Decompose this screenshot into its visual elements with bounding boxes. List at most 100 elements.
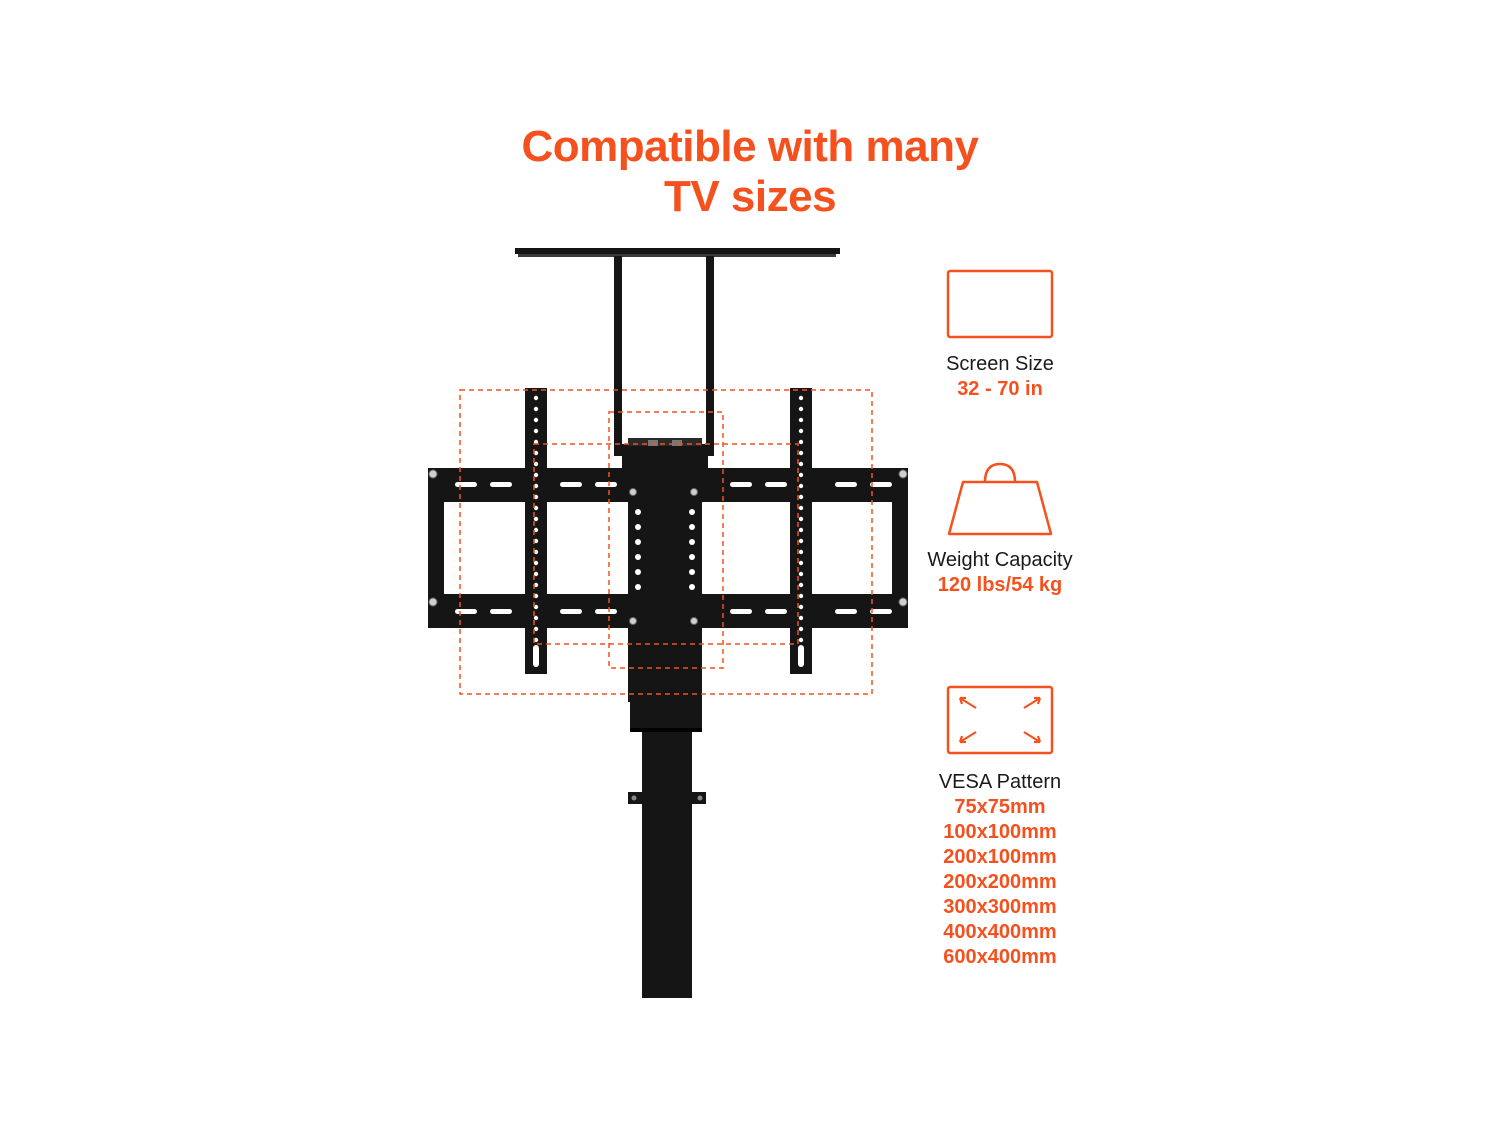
- rail-slot: [835, 482, 857, 487]
- mount-hole: [798, 637, 804, 643]
- mount-hole: [798, 406, 804, 412]
- screen-rectangle-icon: [946, 269, 1054, 339]
- vesa-value: 400x400mm: [943, 921, 1057, 943]
- mount-slot: [533, 645, 539, 667]
- mount-hole: [798, 439, 804, 445]
- plate-hole: [689, 584, 695, 590]
- mount-hole: [533, 571, 539, 577]
- vesa-value: 75x75mm: [954, 796, 1046, 818]
- rail-slot: [455, 482, 477, 487]
- mount-hole: [798, 494, 804, 500]
- mount-hole: [533, 582, 539, 588]
- mount-hole: [798, 483, 804, 489]
- mount-slot: [798, 645, 804, 667]
- mount-hole: [533, 527, 539, 533]
- mount-hole: [533, 450, 539, 456]
- mount-hole: [798, 560, 804, 566]
- mount-hole: [533, 538, 539, 544]
- headline-line-2: TV sizes: [663, 172, 837, 221]
- vertical-arms: [525, 388, 812, 674]
- weight-capacity-value: 120 lbs/54 kg: [937, 574, 1063, 596]
- mount-hole: [533, 505, 539, 511]
- top-shelf: [515, 248, 840, 456]
- rail-slot: [765, 482, 787, 487]
- mount-hole: [798, 461, 804, 467]
- mount-hole: [798, 428, 804, 434]
- mount-hole: [798, 516, 804, 522]
- mount-hole: [798, 450, 804, 456]
- rail-slot: [595, 482, 617, 487]
- plate-hole: [635, 509, 641, 515]
- mount-hole: [798, 549, 804, 555]
- mount-hole: [533, 549, 539, 555]
- mount-hole: [798, 417, 804, 423]
- mount-hole: [798, 472, 804, 478]
- plate-hole: [635, 584, 641, 590]
- mount-hole: [798, 604, 804, 610]
- vesa-value: 200x100mm: [943, 846, 1057, 868]
- rail-slot: [765, 609, 787, 614]
- mount-hole: [533, 483, 539, 489]
- rail-slot: [560, 609, 582, 614]
- spec-screen-size: Screen Size 32 - 70 in: [880, 268, 1120, 402]
- plate-hole: [689, 569, 695, 575]
- rail-slot: [730, 482, 752, 487]
- mount-hole: [533, 461, 539, 467]
- mount-hole: [533, 494, 539, 500]
- rail-slot: [560, 482, 582, 487]
- mount-hole: [533, 516, 539, 522]
- mount-hole: [533, 439, 539, 445]
- plate-hole: [689, 539, 695, 545]
- screen-size-label: Screen Size: [946, 353, 1054, 375]
- mount-hole: [798, 615, 804, 621]
- weight-capacity-label: Weight Capacity: [927, 549, 1073, 571]
- mount-hole: [533, 637, 539, 643]
- mount-hole: [533, 593, 539, 599]
- plate-hole: [635, 539, 641, 545]
- center-plate: [628, 470, 702, 702]
- vesa-value: 300x300mm: [943, 896, 1057, 918]
- mount-hole: [798, 505, 804, 511]
- spec-weight-capacity: Weight Capacity 120 lbs/54 kg: [880, 462, 1120, 598]
- lift-column: [628, 690, 706, 998]
- mount-hole: [533, 428, 539, 434]
- vesa-corners-icon: [946, 685, 1054, 755]
- vesa-value: 600x400mm: [943, 946, 1057, 968]
- vesa-pattern-label: VESA Pattern: [938, 771, 1062, 793]
- plate-hole: [689, 524, 695, 530]
- mount-hole: [798, 395, 804, 401]
- mount-hole: [798, 527, 804, 533]
- mount-hole: [533, 626, 539, 632]
- rail-slot: [490, 482, 512, 487]
- vesa-value: 200x200mm: [943, 871, 1057, 893]
- plate-hole: [635, 569, 641, 575]
- mount-hole: [798, 626, 804, 632]
- vesa-outlines: [459, 389, 873, 695]
- mount-hole: [798, 593, 804, 599]
- mount-hole: [533, 560, 539, 566]
- vesa-value: 100x100mm: [943, 821, 1057, 843]
- weight-bag-icon: [947, 462, 1053, 536]
- mount-hole: [533, 406, 539, 412]
- rail-slot: [490, 609, 512, 614]
- headline-line-1: Compatible with many: [521, 122, 979, 171]
- screen-size-value: 32 - 70 in: [957, 378, 1043, 400]
- plate-hole: [635, 524, 641, 530]
- page-title: Compatible with many TV sizes: [0, 122, 1500, 222]
- mount-hole: [798, 571, 804, 577]
- plate-hole: [689, 509, 695, 515]
- rail-slot: [870, 482, 892, 487]
- mount-hole: [798, 538, 804, 544]
- mount-hole: [533, 615, 539, 621]
- rail-slot: [455, 609, 477, 614]
- plate-hole: [689, 554, 695, 560]
- horizontal-rails: [428, 468, 908, 628]
- mount-hole: [798, 582, 804, 588]
- mount-hole: [533, 395, 539, 401]
- mount-hole: [533, 472, 539, 478]
- mount-hole: [533, 604, 539, 610]
- rail-slot: [595, 609, 617, 614]
- rail-slot: [835, 609, 857, 614]
- plate-hole: [635, 554, 641, 560]
